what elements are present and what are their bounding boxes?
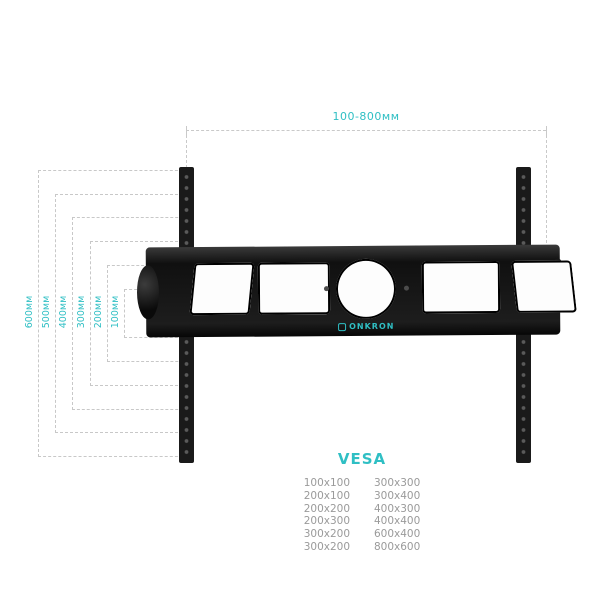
onkron-logo-text: ONKRON bbox=[349, 321, 395, 332]
beam-screw-hole-right bbox=[403, 285, 409, 291]
beam-cutout-1 bbox=[189, 262, 255, 316]
height-label-300: 300мм bbox=[76, 295, 87, 329]
vesa-size: 300x300 bbox=[374, 477, 421, 489]
onkron-logo-icon bbox=[338, 322, 347, 331]
vesa-size: 300x400 bbox=[374, 489, 421, 502]
vesa-title: VESA bbox=[337, 450, 387, 468]
vesa-size: 100x100 bbox=[303, 477, 350, 489]
vesa-size: 800x600 bbox=[374, 540, 421, 553]
height-label-100: 100мм bbox=[110, 295, 121, 329]
beam-cutout-3 bbox=[421, 260, 501, 314]
height-label-400: 400мм bbox=[58, 295, 69, 329]
beam-circle-cutout bbox=[335, 258, 397, 320]
vesa-size: 400x300 bbox=[374, 502, 421, 515]
height-label-500: 500мм bbox=[41, 295, 52, 329]
beam-cutout-2 bbox=[257, 262, 331, 315]
vesa-size: 400x400 bbox=[374, 515, 421, 528]
top-dimension-line bbox=[186, 130, 546, 131]
beam-endcap-left bbox=[136, 265, 160, 320]
height-label-200: 200мм bbox=[93, 295, 104, 329]
dimension-extension-left bbox=[186, 130, 187, 168]
vesa-column-left: 100x100 200x100 200x200 200x300 300x200 … bbox=[304, 477, 350, 554]
vesa-size: 300x200 bbox=[303, 540, 350, 553]
vesa-size: 300x200 bbox=[303, 528, 350, 541]
vesa-columns: 100x100 200x100 200x200 200x300 300x200 … bbox=[252, 477, 472, 554]
vesa-size: 600x400 bbox=[374, 528, 421, 541]
vesa-size-table: VESA 100x100 200x100 200x200 200x300 300… bbox=[252, 450, 472, 554]
vesa-size: 200x100 bbox=[303, 489, 350, 502]
top-dimension-label: 100-800мм bbox=[332, 110, 400, 123]
onkron-logo: ONKRON bbox=[338, 322, 394, 331]
dimension-extension-right bbox=[546, 130, 547, 248]
beam-screw-hole-left bbox=[323, 286, 330, 292]
mount-beam: ONKRON bbox=[136, 244, 577, 338]
vesa-size: 200x200 bbox=[303, 502, 350, 515]
vesa-size: 200x300 bbox=[303, 515, 350, 528]
vesa-column-right: 300x300 300x400 400x300 400x400 600x400 … bbox=[374, 477, 420, 554]
beam-cutout-4 bbox=[511, 260, 577, 313]
height-label-600: 600мм bbox=[24, 295, 35, 329]
